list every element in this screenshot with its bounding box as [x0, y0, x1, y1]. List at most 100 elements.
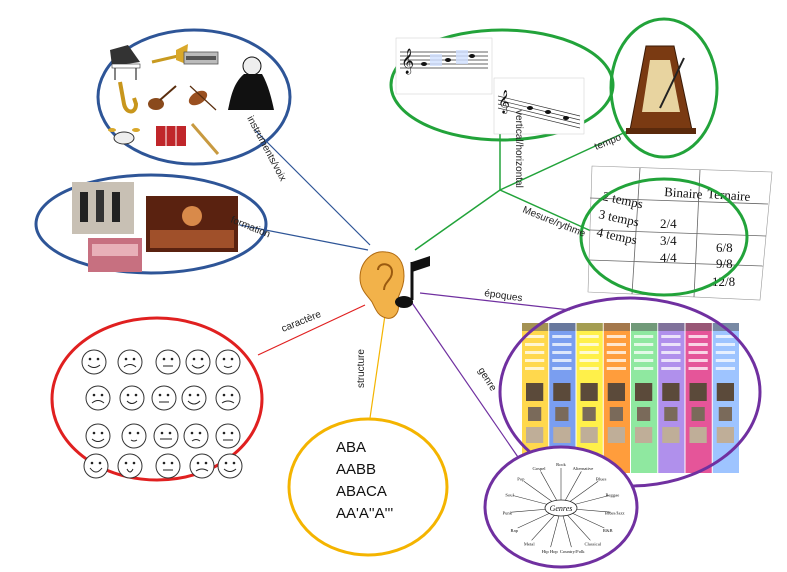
timeline-column-header	[685, 323, 712, 331]
smiley-eye	[230, 393, 234, 397]
genre-label: Reggae	[605, 492, 619, 497]
smiley-face-outline	[117, 349, 143, 375]
genre-label: Hip Hop	[542, 549, 559, 554]
smiley-face-outline	[85, 423, 111, 449]
smiley-eye	[198, 431, 202, 435]
smiley-eye	[230, 357, 234, 361]
smiley-mouth	[191, 439, 201, 442]
tempo-circle	[609, 17, 719, 159]
genre-label: Gospel	[533, 466, 547, 471]
violin-icon	[188, 85, 217, 111]
genre-label: Classical	[584, 542, 601, 547]
svg-text:𝄞: 𝄞	[498, 89, 510, 114]
smiley-eye	[124, 357, 128, 361]
smiley-mouth	[191, 364, 205, 369]
smiley-eye	[170, 461, 174, 465]
smiley-face-icon	[85, 385, 111, 411]
smiley-mouth	[223, 468, 237, 472]
composer-portrait	[607, 383, 625, 401]
era-image	[716, 427, 734, 443]
smiley-eye	[222, 357, 226, 361]
timeline-text-line	[579, 351, 599, 354]
timeline-text-line	[525, 367, 545, 370]
smiley-eye	[136, 431, 140, 435]
timeline-text-line	[688, 367, 708, 370]
smiley-mouth	[223, 365, 233, 368]
smiley-face-icon	[85, 423, 111, 449]
composer-portrait	[582, 407, 596, 421]
genre-label: Rap	[511, 528, 519, 533]
table-cell-2-4: 2/4	[660, 216, 677, 231]
smiley-face-icon	[117, 349, 143, 375]
instruments-images	[108, 44, 274, 155]
timeline-text-line	[688, 343, 708, 346]
smiley-eye	[100, 431, 104, 435]
smiley-eye	[96, 357, 100, 361]
smiley-face-icon	[189, 453, 215, 479]
timeline-text-line	[634, 367, 654, 370]
smiley-face-icon	[121, 423, 147, 449]
era-image	[635, 427, 653, 443]
timeline-column-header	[658, 323, 685, 331]
smiley-eye	[204, 461, 208, 465]
drums-icon	[108, 128, 140, 145]
composer-portrait	[691, 407, 705, 421]
smiley-eye	[168, 431, 172, 435]
instruments-circle	[96, 28, 292, 166]
era-image	[553, 427, 571, 443]
table-cell-6-8: 6/8	[716, 240, 733, 255]
smiley-eye	[222, 393, 226, 397]
smiley-face-outline	[215, 423, 241, 449]
formation-circle	[34, 173, 268, 275]
timeline-text-line	[552, 359, 572, 362]
composer-portrait	[716, 383, 734, 401]
smiley-face-outline	[215, 385, 241, 411]
metronome-icon	[626, 45, 696, 134]
smiley-eye	[134, 393, 138, 397]
timeline-text-line	[552, 343, 572, 346]
genre-label: Metal	[524, 542, 535, 547]
link-epoques	[419, 292, 571, 311]
smiley-eye	[132, 357, 136, 361]
smiley-face-outline	[155, 453, 181, 479]
genre-label: R&B	[603, 528, 613, 533]
timeline-text-line	[688, 359, 708, 362]
genre-label: Blues	[596, 477, 607, 482]
timeline-text-line	[552, 367, 572, 370]
link-instruments	[254, 129, 371, 246]
smiley-eye	[158, 393, 162, 397]
smiley-face-icon	[117, 453, 143, 479]
smiley-face-icon	[215, 349, 241, 375]
link-structure	[369, 314, 386, 419]
smiley-face-icon	[119, 385, 145, 411]
era-image	[662, 427, 680, 443]
smiley-face-outline	[181, 385, 207, 411]
timeline-text-line	[688, 335, 708, 338]
timeline-text-line	[525, 343, 545, 346]
timeline-text-line	[634, 359, 654, 362]
table-cell-4-4: 4/4	[660, 250, 677, 265]
smiley-mouth	[195, 468, 209, 472]
composer-portrait	[689, 383, 707, 401]
link-tempo-end	[499, 129, 631, 191]
genre-center-label: Genres	[550, 504, 573, 513]
timeline-column-header	[631, 323, 658, 331]
smiley-mouth	[89, 467, 103, 473]
smiley-faces	[81, 349, 243, 479]
table-cell-12-8: 12/8	[712, 274, 735, 289]
era-image	[580, 427, 598, 443]
link-genre	[409, 299, 521, 461]
smiley-eye	[222, 431, 226, 435]
genre-label: Blues/Jazz	[605, 511, 625, 516]
smiley-eye	[188, 393, 192, 397]
label-epoques: époques	[484, 288, 524, 304]
timeline-text-line	[661, 367, 681, 370]
label-mesure: Mesure/rythme	[521, 205, 587, 240]
timeline-text-line	[525, 359, 545, 362]
smiley-eye	[162, 357, 166, 361]
smiley-face-outline	[117, 453, 143, 479]
timeline-text-line	[661, 343, 681, 346]
smiley-face-icon	[181, 385, 207, 411]
genres-diagram: RockAlternativeBluesReggaeBlues/JazzR&BC…	[503, 462, 625, 554]
composer-portrait	[580, 383, 598, 401]
